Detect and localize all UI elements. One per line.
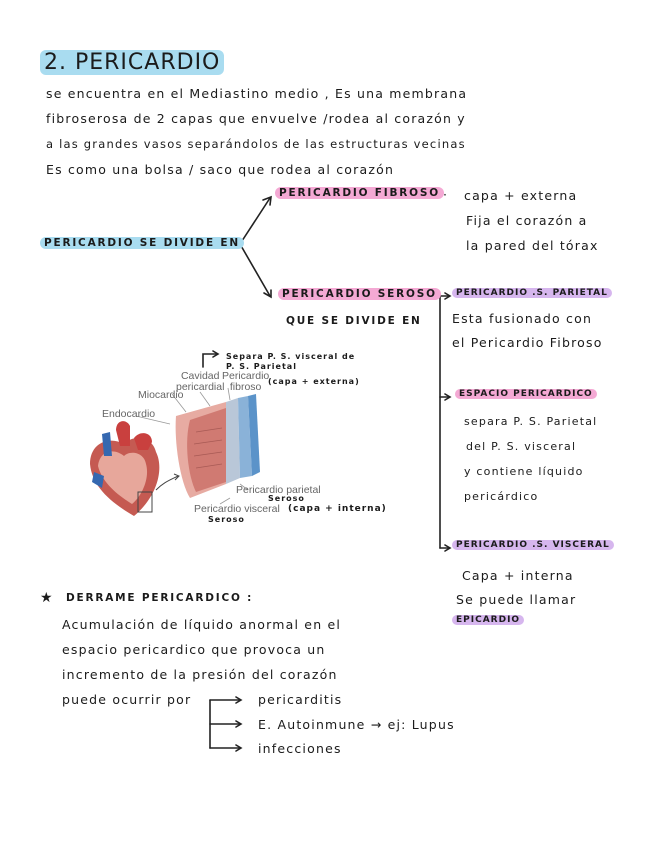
label-endocardio: Endocardio — [102, 409, 155, 420]
seroso-mark: Seroso — [208, 515, 245, 524]
derrame-desc: puede ocurrir por — [62, 692, 191, 707]
cause-item: infecciones — [258, 741, 342, 756]
bullet-dot: · — [443, 187, 448, 202]
fibroso-desc: la pared del tórax — [466, 238, 599, 253]
seroso-desc: QUE SE DIVIDE EN — [286, 315, 422, 327]
espacio-label: ESPACIO PERICARDICO — [455, 389, 597, 399]
fibroso-desc: capa + externa — [464, 188, 577, 203]
visceral-desc: Capa + interna — [462, 568, 574, 583]
cause-item: pericarditis — [258, 692, 342, 707]
visceral-desc: Se puede llamar — [456, 592, 576, 607]
parietal-label: PERICARDIO .S. PARIETAL — [452, 288, 612, 298]
divide-label: PERICARDIO SE DIVIDE EN — [40, 237, 244, 249]
note-interna: (capa + interna) — [288, 504, 387, 514]
parietal-desc: Esta fusionado con — [452, 311, 592, 326]
espacio-desc: del P. S. visceral — [466, 440, 576, 453]
parietal-desc: el Pericardio Fibroso — [452, 335, 603, 350]
derrame-title: DERRAME PERICARDICO : — [66, 592, 253, 604]
derrame-desc: espacio pericardico que provoca un — [62, 642, 326, 657]
derrame-desc: Acumulación de líquido anormal en el — [62, 617, 341, 632]
seroso-label: PERICARDIO SEROSO — [278, 288, 441, 300]
star-icon: ★ — [40, 590, 54, 606]
espacio-desc: pericárdico — [464, 490, 538, 503]
fibroso-desc: Fija el corazón a — [466, 213, 587, 228]
visceral-label: PERICARDIO .S. VISCERAL — [452, 540, 614, 550]
label-miocardio: Miocardio — [138, 390, 184, 401]
seroso-mark: Seroso — [268, 494, 305, 503]
espacio-desc: y contiene líquido — [464, 465, 584, 478]
epicardio-label: EPICARDIO — [452, 615, 524, 625]
label-visceral: Pericardio visceral — [194, 504, 280, 515]
derrame-desc: incremento de la presión del corazón — [62, 667, 338, 682]
pericardium-layers — [176, 394, 260, 498]
note-separa: Separa P. S. visceral de — [226, 352, 355, 361]
fibroso-label: PERICARDIO FIBROSO — [275, 187, 444, 199]
espacio-desc: separa P. S. Parietal — [464, 415, 597, 428]
note-fibroso: (capa + externa) — [268, 377, 360, 386]
heart-icon — [90, 421, 159, 516]
cause-item: E. Autoinmune → ej: Lupus — [258, 717, 455, 732]
